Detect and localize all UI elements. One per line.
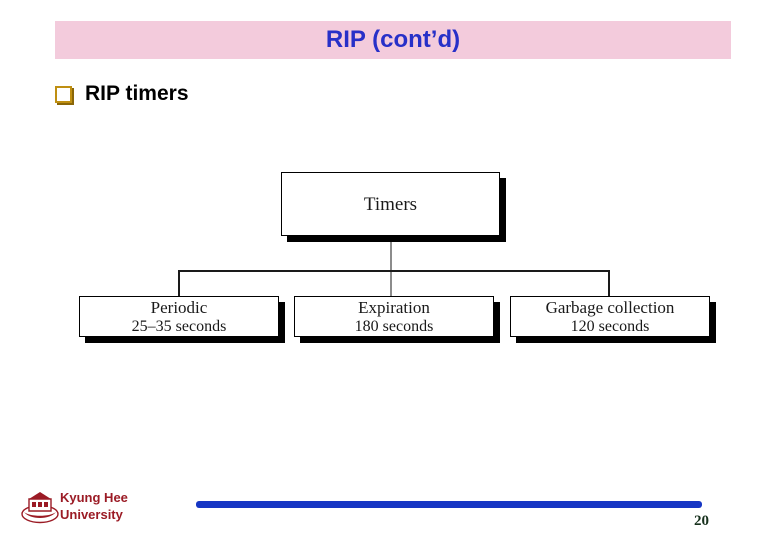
expiration-node-title: Expiration (358, 297, 430, 317)
timers-node-title: Timers (363, 193, 418, 215)
timers-node: Timers (281, 172, 500, 236)
page-title: RIP (cont’d) (325, 26, 461, 53)
footer-divider-rule (196, 501, 702, 508)
connector-root-down (390, 236, 392, 296)
hollow-square-bullet-icon (55, 85, 72, 103)
periodic-node: Periodic 25–35 seconds (79, 296, 279, 337)
expiration-node: Expiration 180 seconds (294, 296, 494, 337)
connector-to-periodic (178, 270, 180, 296)
bullet-item-label: RIP timers (85, 82, 189, 105)
slide-title-banner: RIP (cont’d) (55, 21, 731, 59)
university-name: Kyung Hee University (60, 489, 128, 523)
kyung-hee-university-crest-icon (21, 492, 59, 524)
page-number: 20 (694, 513, 709, 529)
periodic-node-value: 25–35 seconds (131, 317, 227, 335)
connector-horizontal-bus (178, 270, 609, 272)
garbage-collection-node-value: 120 seconds (570, 317, 650, 335)
garbage-collection-node: Garbage collection 120 seconds (510, 296, 710, 337)
expiration-node-value: 180 seconds (354, 317, 434, 335)
bullet-item-rip-timers: RIP timers (55, 82, 189, 106)
garbage-collection-node-title: Garbage collection (545, 297, 675, 317)
university-name-line2: University (60, 507, 123, 522)
connector-to-garbage-collection (608, 270, 610, 296)
university-name-line1: Kyung Hee (60, 490, 128, 505)
periodic-node-title: Periodic (150, 297, 208, 317)
